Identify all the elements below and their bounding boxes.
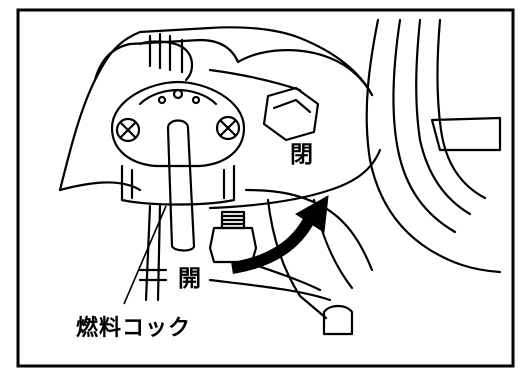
valve-bracket <box>208 68 382 210</box>
cover-top-right <box>236 49 374 97</box>
curved-arrow-head <box>295 195 329 233</box>
hex-nut-icon <box>208 226 258 264</box>
valve-body-shadow <box>130 168 226 200</box>
fuel-line-clamp <box>138 268 168 282</box>
valve-rivet-left <box>157 95 167 105</box>
engine-body-outline <box>58 26 374 192</box>
phillips-screw-icon-right <box>215 115 241 141</box>
right-panel-rib-1 <box>392 18 457 234</box>
label-fuel-cock: 燃料コック <box>76 316 192 341</box>
figure-frame <box>16 8 515 368</box>
label-close: 閉 <box>290 142 313 168</box>
fuel-cock-lever <box>166 119 196 252</box>
lower-round-nut <box>322 304 354 336</box>
ribbed-block <box>148 32 184 74</box>
hex-nut-upper <box>262 86 320 142</box>
valve-center-rivet <box>172 88 184 100</box>
label-open: 開 <box>178 266 201 292</box>
fuel-line <box>144 204 162 302</box>
bolt-stud <box>220 210 246 230</box>
lower-bracket <box>208 260 332 302</box>
valve-rivet-right <box>191 95 201 105</box>
valve-body <box>120 164 236 206</box>
upper-clamp <box>138 40 194 82</box>
right-panel-outer <box>365 18 502 274</box>
curved-arrow-icon <box>231 215 316 274</box>
hex-nut-upper-inner <box>272 98 312 114</box>
right-panel-rib-2 <box>415 18 472 216</box>
phillips-screw-icon-left <box>115 117 141 143</box>
leader-line <box>123 205 167 305</box>
right-panel-rib-3 <box>436 18 487 200</box>
right-slot <box>430 116 502 152</box>
valve-plate <box>110 80 246 168</box>
cover-lower-rim <box>58 181 142 192</box>
